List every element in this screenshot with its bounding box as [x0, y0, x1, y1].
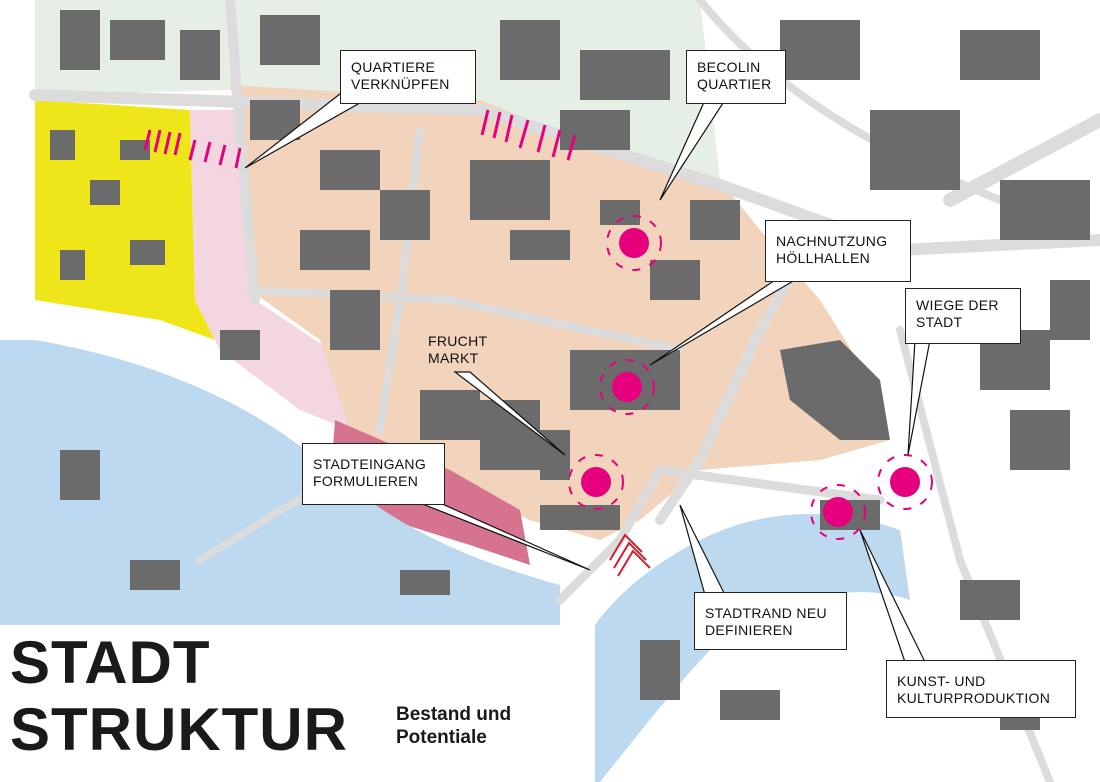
callout-line: FORMULIEREN	[313, 473, 419, 489]
river-east	[595, 513, 910, 782]
callout-line: VERKNÜPFEN	[351, 76, 450, 92]
callout-line: MARKT	[428, 350, 479, 366]
callout-line: KUNST- UND	[897, 673, 986, 689]
connection-hatch-north	[480, 109, 577, 161]
callout-line: BECOLIN	[697, 59, 761, 75]
subtitle-line-1: Bestand und	[396, 704, 512, 725]
hotspot-wiege	[877, 454, 933, 510]
title-line-1: STADT	[10, 629, 211, 696]
subtitle-line-2: Potentiale	[396, 727, 487, 748]
callout-line: WIEGE DER	[916, 297, 999, 313]
city-entrance-arrow-icon	[609, 533, 651, 577]
callout-line: NACHNUTZUNG	[776, 233, 888, 249]
callout-line: KULTURPRODUKTION	[897, 690, 1051, 706]
callout-line: FRUCHT	[428, 333, 488, 349]
callout-line: QUARTIER	[697, 76, 772, 92]
title-line-2: STRUKTUR	[10, 696, 348, 763]
river	[0, 340, 560, 625]
callout-line: STADT	[916, 314, 963, 330]
callout-pointers	[244, 89, 931, 663]
hotspot-kunst	[810, 484, 866, 540]
callout-line: DEFINIEREN	[705, 622, 793, 638]
hotspot-hoellhallen	[599, 359, 655, 415]
callout-line: STADTEINGANG	[313, 456, 427, 472]
hotspot-becolin	[606, 215, 662, 271]
callout-line: QUARTIERE	[351, 59, 436, 75]
callout-line: STADTRAND NEU	[705, 605, 827, 621]
title-box: STADT STRUKTUR Bestand und Potentiale	[0, 625, 595, 770]
connection-hatch-west	[143, 129, 242, 169]
callout-line: HÖLLHALLEN	[776, 250, 871, 266]
hotspot-fruchtmarkt	[568, 454, 624, 510]
